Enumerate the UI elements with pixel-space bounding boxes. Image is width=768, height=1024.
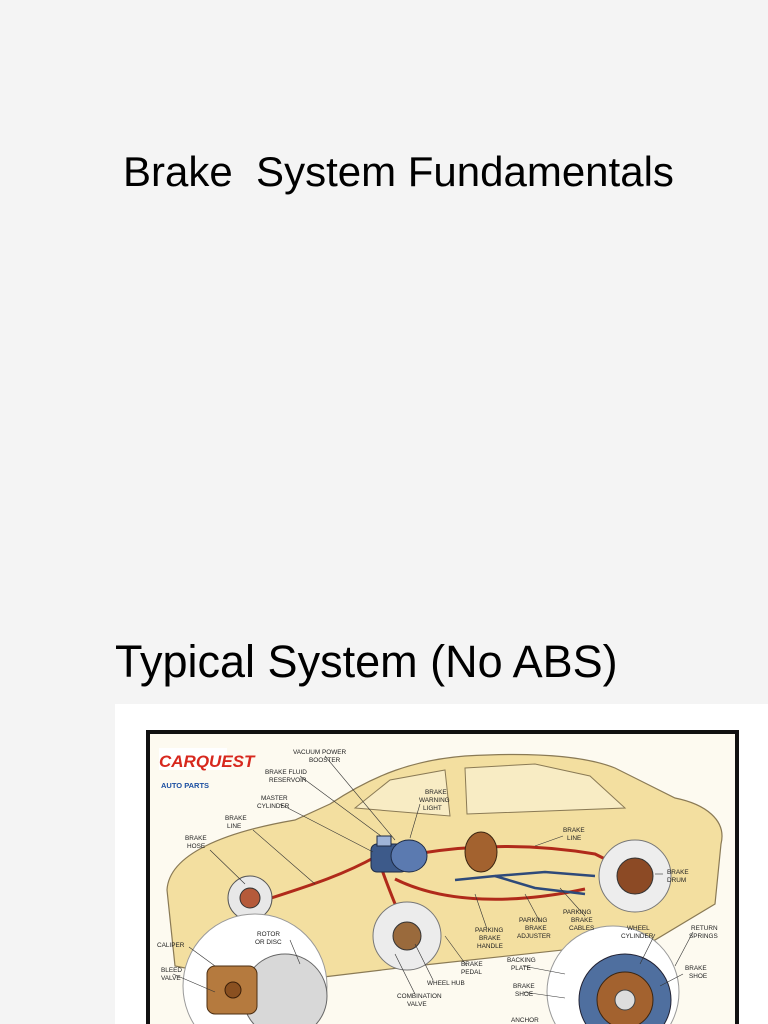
label-backing-plate-2: PLATE <box>511 965 531 972</box>
label-brake-line-front-2: LINE <box>227 823 241 830</box>
label-parking-cables-1: PARKING <box>563 909 591 916</box>
label-vacuum-booster-2: BOOSTER <box>309 757 341 764</box>
front-left-rotor <box>227 875 273 921</box>
label-brake-hose-1: BRAKE <box>185 835 207 842</box>
label-warning-light-2: WARNING <box>419 797 450 804</box>
car-body <box>166 753 723 985</box>
label-wheel-cylinder-2: CYLINDER <box>621 933 654 940</box>
label-fluid-reservoir-1: BRAKE FLUID <box>265 769 307 776</box>
rear-left-drum <box>464 831 498 873</box>
label-brake-shoe-right-2: SHOE <box>689 973 707 980</box>
label-brake-shoe-left-2: SHOE <box>515 991 533 998</box>
label-parking-adjuster-1: PARKING <box>519 917 547 924</box>
brake-system-diagram: CARQUEST AUTO PARTS VACUUM POWER BOOSTER… <box>115 704 768 1024</box>
logo-tagline: AUTO PARTS <box>161 781 209 790</box>
logo-brand: CARQUEST <box>159 752 256 771</box>
label-combination-valve-1: COMBINATION <box>397 993 442 1000</box>
label-anchor: ANCHOR <box>511 1017 539 1024</box>
caliper-detail <box>182 913 328 1024</box>
label-master-cylinder-2: CYLINDER <box>257 803 290 810</box>
diagram-labels: VACUUM POWER BOOSTER BRAKE FLUID RESERVO… <box>157 749 718 1024</box>
rear-right-drum <box>598 839 672 913</box>
label-bleed-valve-2: VALVE <box>161 975 181 982</box>
label-parking-cables-3: CABLES <box>569 925 594 932</box>
label-backing-plate-1: BACKING <box>507 957 536 964</box>
slide-title: Brake System Fundamentals <box>123 148 674 195</box>
label-warning-light-3: LIGHT <box>423 805 442 812</box>
label-brake-shoe-left-1: BRAKE <box>513 983 535 990</box>
label-caliper: CALIPER <box>157 942 185 949</box>
label-return-springs-2: SPRINGS <box>689 933 718 940</box>
section-title: Typical System (No ABS) <box>115 636 618 687</box>
parking-brake-cables <box>454 870 596 896</box>
label-combination-valve-2: VALVE <box>407 1001 427 1008</box>
brake-line-center <box>394 877 586 901</box>
label-brake-shoe-right-1: BRAKE <box>685 965 707 972</box>
label-brake-line-rear-1: BRAKE <box>563 827 585 834</box>
label-parking-handle-3: HANDLE <box>477 943 503 950</box>
label-brake-line-rear-2: LINE <box>567 835 581 842</box>
label-brake-pedal-2: PEDAL <box>461 969 482 976</box>
label-parking-adjuster-2: BRAKE <box>525 925 547 932</box>
label-master-cylinder-1: MASTER <box>261 795 288 802</box>
leader-lines <box>172 755 694 999</box>
label-brake-drum-1: BRAKE <box>667 869 689 876</box>
drum-detail <box>546 925 680 1024</box>
label-fluid-reservoir-2: RESERVOIR <box>269 777 307 784</box>
label-wheel-hub: WHEEL HUB <box>427 980 465 987</box>
master-cylinder-assembly <box>370 835 428 873</box>
label-brake-pedal-1: BRAKE <box>461 961 483 968</box>
label-wheel-cylinder-1: WHEEL <box>627 925 650 932</box>
label-parking-cables-2: BRAKE <box>571 917 593 924</box>
label-rotor-1: ROTOR <box>257 931 280 938</box>
front-right-rotor <box>372 901 442 971</box>
label-brake-hose-2: HOSE <box>187 843 205 850</box>
label-bleed-valve-1: BLEED <box>161 967 182 974</box>
label-rotor-2: OR DISC <box>255 939 282 946</box>
label-vacuum-booster-1: VACUUM POWER <box>293 749 347 756</box>
label-parking-handle-2: BRAKE <box>479 935 501 942</box>
carquest-logo: CARQUEST AUTO PARTS <box>159 748 256 790</box>
label-brake-line-front-1: BRAKE <box>225 815 247 822</box>
label-warning-light-1: BRAKE <box>425 789 447 796</box>
car-window-front <box>353 769 451 817</box>
brake-line-rear <box>414 845 616 866</box>
car-window-rear <box>464 763 627 815</box>
label-brake-drum-2: DRUM <box>667 877 686 884</box>
label-return-springs-1: RETURN <box>691 925 718 932</box>
label-parking-adjuster-3: ADJUSTER <box>517 933 551 940</box>
label-parking-handle-1: PARKING <box>475 927 503 934</box>
